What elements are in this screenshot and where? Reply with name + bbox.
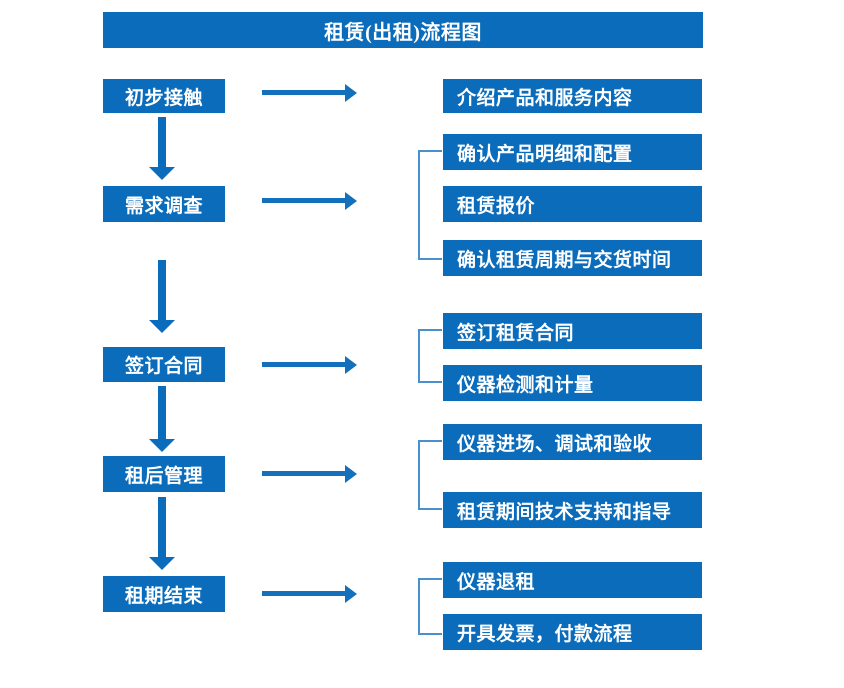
stage-box-4[interactable]: 租后管理	[103, 456, 225, 492]
arrow-shaft	[158, 117, 166, 167]
stage-arrow-right-1	[262, 84, 357, 102]
group-bracket-3	[418, 329, 442, 383]
stage-arrow-down-3	[149, 386, 175, 452]
arrow-head	[149, 557, 175, 570]
arrow-shaft	[158, 497, 166, 557]
arrow-shaft	[262, 362, 346, 367]
arrow-head	[345, 192, 357, 210]
page-title: 租赁(出租)流程图	[103, 12, 703, 48]
stage-arrow-right-4	[262, 465, 357, 483]
arrow-head	[345, 465, 357, 483]
stage-box-3[interactable]: 签订合同	[103, 347, 225, 382]
stage-arrow-down-1	[149, 117, 175, 180]
stage-arrow-down-4	[149, 497, 175, 570]
arrow-head	[345, 585, 357, 603]
arrow-shaft	[158, 260, 166, 320]
group-bracket-4	[418, 440, 442, 510]
stage-arrow-right-5	[262, 585, 357, 603]
stage-arrow-right-2	[262, 192, 357, 210]
arrow-shaft	[262, 471, 346, 476]
detail-box-2-2[interactable]: 租赁报价	[443, 186, 702, 222]
arrow-shaft	[262, 90, 346, 95]
stage-box-1[interactable]: 初步接触	[103, 79, 225, 113]
stage-arrow-right-3	[262, 356, 357, 374]
detail-box-3-2[interactable]: 仪器检测和计量	[443, 365, 702, 401]
arrow-shaft	[158, 386, 166, 439]
detail-box-5-1[interactable]: 仪器退租	[443, 562, 702, 598]
arrow-head	[345, 84, 357, 102]
arrow-head	[149, 439, 175, 452]
detail-box-1-1[interactable]: 介绍产品和服务内容	[443, 79, 702, 113]
detail-box-2-3[interactable]: 确认租赁周期与交货时间	[443, 240, 702, 276]
group-bracket-5	[418, 578, 442, 635]
group-bracket-2	[418, 150, 442, 260]
arrow-head	[149, 167, 175, 180]
detail-box-5-2[interactable]: 开具发票，付款流程	[443, 614, 702, 650]
detail-box-3-1[interactable]: 签订租赁合同	[443, 313, 702, 349]
arrow-head	[149, 320, 175, 333]
stage-box-2[interactable]: 需求调查	[103, 186, 225, 222]
stage-box-5[interactable]: 租期结束	[103, 576, 225, 612]
arrow-head	[345, 356, 357, 374]
arrow-shaft	[262, 591, 346, 596]
arrow-shaft	[262, 198, 346, 203]
detail-box-4-1[interactable]: 仪器进场、调试和验收	[443, 424, 702, 460]
detail-box-2-1[interactable]: 确认产品明细和配置	[443, 134, 702, 170]
stage-arrow-down-2	[149, 260, 175, 333]
detail-box-4-2[interactable]: 租赁期间技术支持和指导	[443, 492, 702, 528]
